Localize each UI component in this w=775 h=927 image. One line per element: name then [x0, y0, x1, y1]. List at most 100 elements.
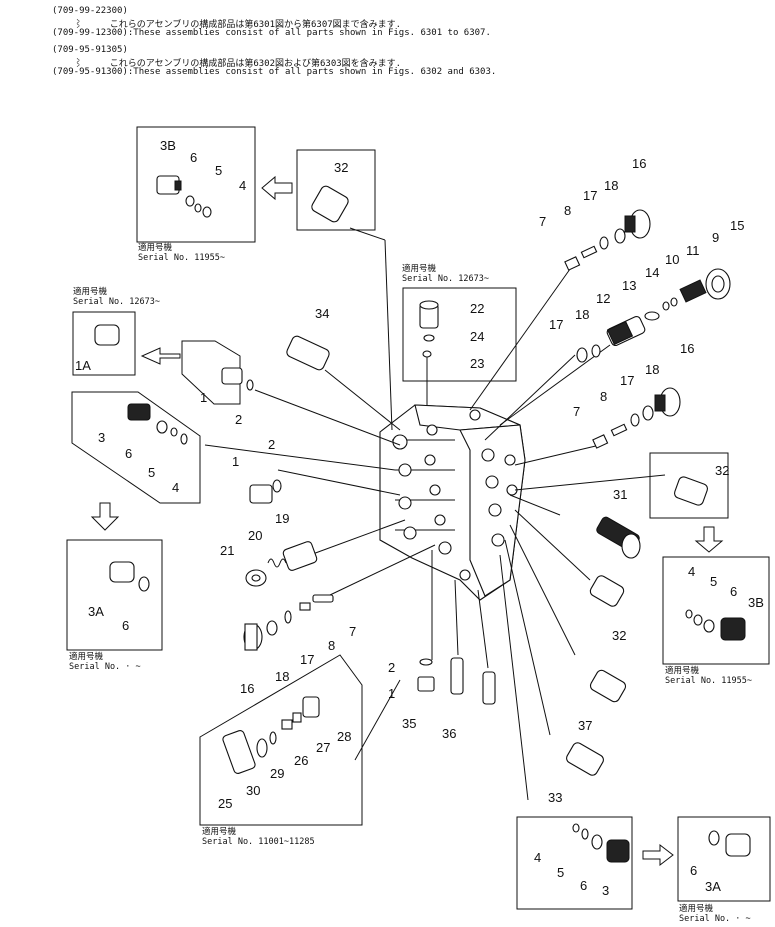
- label-27: 27: [316, 740, 330, 755]
- label-30: 30: [246, 783, 260, 798]
- label-3Ab: 3A: [705, 879, 721, 894]
- label-34: 34: [315, 306, 329, 321]
- label-3Bb: 3B: [748, 595, 764, 610]
- label-6e: 6: [580, 878, 587, 893]
- label-16b: 16: [680, 341, 694, 356]
- header-line-3: (709-99-12300):These assemblies consist …: [52, 28, 491, 38]
- header-line-2: ⌇ これらのアセンブリの構成部品は第6301図から第6307図まで含みます.: [52, 20, 402, 30]
- header-line-4: (709-95-91305): [52, 45, 128, 55]
- label-17d: 17: [300, 652, 314, 667]
- label-8: 8: [564, 203, 571, 218]
- valve-body: [379, 404, 526, 601]
- serial-jp-left: 適用号機: [73, 286, 108, 297]
- label-26: 26: [294, 753, 308, 768]
- label-29: 29: [270, 766, 284, 781]
- label-33: 33: [548, 790, 562, 805]
- label-8c: 8: [328, 638, 335, 653]
- label-5c: 5: [710, 574, 717, 589]
- serial-en-lb: Serial No. · ~: [69, 662, 141, 672]
- label-3: 3: [98, 430, 105, 445]
- header-line-6: (709-95-91300):These assemblies consist …: [52, 67, 497, 77]
- label-22: 22: [470, 301, 484, 316]
- serial-notes: 適用号機 Serial No. 11955~ 適用号機 Serial No. 1…: [69, 242, 752, 924]
- label-37: 37: [578, 718, 592, 733]
- label-9: 9: [712, 230, 719, 245]
- leader-lines: [204, 227, 666, 801]
- label-3b: 3: [602, 883, 609, 898]
- label-13: 13: [622, 278, 636, 293]
- label-18d: 18: [275, 669, 289, 684]
- label-1A: 1A: [75, 358, 91, 373]
- label-17b: 17: [549, 317, 563, 332]
- label-6c: 6: [122, 618, 129, 633]
- label-17: 17: [583, 188, 597, 203]
- serial-jp-tl: 適用号機: [138, 242, 173, 253]
- label-25: 25: [218, 796, 232, 811]
- label-5: 5: [215, 163, 222, 178]
- label-6: 6: [190, 150, 197, 165]
- serial-en-left: Serial No. 12673~: [73, 297, 160, 307]
- label-2c: 2: [388, 660, 395, 675]
- label-4c: 4: [688, 564, 695, 579]
- label-1c: 1: [388, 686, 395, 701]
- serial-en-br: Serial No. · ~: [679, 914, 751, 924]
- serial-en-bl: Serial No. 11001~11285: [202, 837, 315, 847]
- label-21: 21: [220, 543, 234, 558]
- header-line-5: ⌇ これらのアセンブリの構成部品は第6302図および第6303図を含みます.: [52, 59, 402, 69]
- label-12: 12: [596, 291, 610, 306]
- inset-boxes: [66, 126, 771, 910]
- header-line-1: (709-99-22300): [52, 6, 128, 16]
- label-32c: 32: [612, 628, 626, 643]
- label-14: 14: [645, 265, 659, 280]
- label-7b: 7: [573, 404, 580, 419]
- serial-en-r: Serial No. 11955~: [665, 676, 752, 686]
- label-11: 11: [686, 243, 700, 258]
- label-16: 16: [632, 156, 646, 171]
- label-7c: 7: [349, 624, 356, 639]
- label-6f: 6: [690, 863, 697, 878]
- serial-jp-br: 適用号機: [679, 903, 714, 914]
- label-35: 35: [402, 716, 416, 731]
- direction-arrows: [90, 175, 724, 867]
- components: [94, 175, 751, 863]
- serial-jp-center: 適用号機: [402, 263, 437, 274]
- label-18: 18: [604, 178, 618, 193]
- label-18c: 18: [645, 362, 659, 377]
- serial-en-tl: Serial No. 11955~: [138, 253, 225, 263]
- label-36: 36: [442, 726, 456, 741]
- label-31: 31: [613, 487, 627, 502]
- label-28: 28: [337, 729, 351, 744]
- label-20: 20: [248, 528, 262, 543]
- label-2: 2: [235, 412, 242, 427]
- serial-jp-lb: 適用号機: [69, 651, 104, 662]
- label-2b: 2: [268, 437, 275, 452]
- label-4b: 4: [172, 480, 179, 495]
- label-15: 15: [730, 218, 744, 233]
- label-23: 23: [470, 356, 484, 371]
- label-4: 4: [239, 178, 246, 193]
- label-5d: 5: [557, 865, 564, 880]
- label-24: 24: [470, 329, 484, 344]
- label-6d: 6: [730, 584, 737, 599]
- label-3B: 3B: [160, 138, 176, 153]
- label-17c: 17: [620, 373, 634, 388]
- serial-jp-r: 適用号機: [665, 665, 700, 676]
- label-32b: 32: [715, 463, 729, 478]
- label-10: 10: [665, 252, 679, 267]
- label-3A: 3A: [88, 604, 104, 619]
- part-numbers: 3B 6 5 4 32 16 18 17 8 7 15 9 11 10 14 1…: [75, 138, 764, 898]
- label-32: 32: [334, 160, 348, 175]
- label-4d: 4: [534, 850, 541, 865]
- label-18b: 18: [575, 307, 589, 322]
- label-5b: 5: [148, 465, 155, 480]
- serial-en-center: Serial No. 12673~: [402, 274, 489, 284]
- label-19: 19: [275, 511, 289, 526]
- label-8b: 8: [600, 389, 607, 404]
- label-1: 1: [200, 390, 207, 405]
- label-6b: 6: [125, 446, 132, 461]
- label-1b: 1: [232, 454, 239, 469]
- serial-jp-bl: 適用号機: [202, 826, 237, 837]
- label-7: 7: [539, 214, 546, 229]
